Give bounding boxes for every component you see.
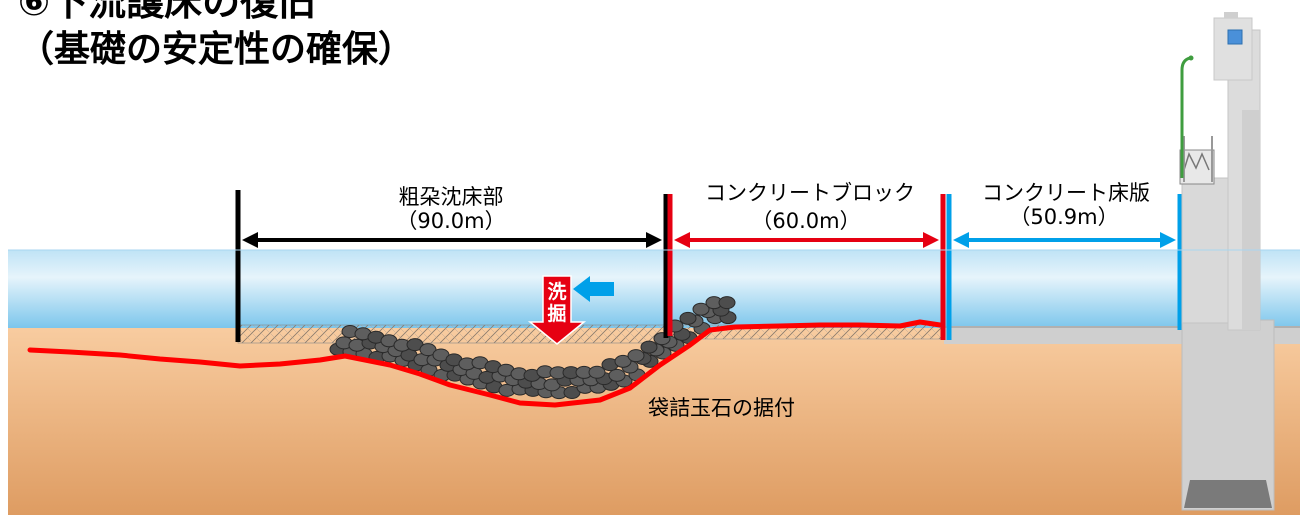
sluice-gate-structure (1179, 12, 1275, 511)
scour-char-1: 洗 (547, 280, 566, 303)
title-line-2: （基礎の安定性の確保） (18, 29, 415, 70)
block-section-name: コンクリートブロック (705, 181, 915, 205)
fascine-span-arrow (242, 232, 662, 248)
scour-char-2: 掘 (547, 302, 566, 325)
stone-bag (614, 354, 632, 368)
slab-top-line (944, 326, 1300, 328)
fascine-section-length: （90.0m） (396, 209, 505, 233)
title-line-1: ⑥下流護床の復旧 (18, 0, 317, 24)
stone-bag (627, 349, 645, 363)
block-section-length: （60.0m） (751, 209, 860, 233)
fascine-section-name: 粗朶沈床部 (399, 185, 504, 209)
stone-bag (718, 296, 736, 310)
bagged-stones (329, 296, 737, 400)
stone-bag (419, 343, 437, 357)
slab-section-length: （50.9m） (1009, 205, 1118, 229)
stone-bag (640, 340, 658, 354)
flow-arrow (573, 276, 614, 302)
stone-bag (588, 365, 606, 379)
slab-section-name: コンクリート床版 (982, 181, 1150, 205)
stone-bag (692, 302, 710, 316)
stone-bag (679, 311, 697, 325)
scour-arrow: 洗 掘 (527, 275, 587, 345)
lamp-pole (1180, 56, 1191, 178)
water-area (8, 250, 1300, 328)
riverbed-line (27, 319, 943, 408)
block-span-arrow (674, 232, 939, 248)
stone-bag (608, 368, 626, 382)
bagged-stone-label: 袋詰玉石の据付 (648, 396, 795, 420)
fascine-mattress (237, 324, 667, 344)
slab-span-arrow (953, 232, 1176, 248)
